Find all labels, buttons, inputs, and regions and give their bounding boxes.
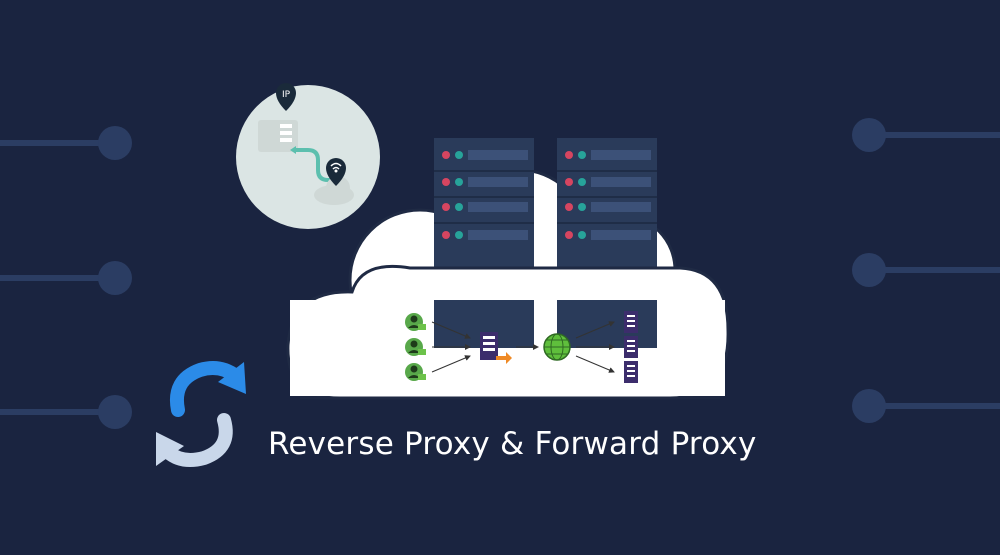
user-icon-1	[405, 313, 426, 331]
globe-icon	[543, 333, 571, 361]
globe-server-arrows	[575, 321, 615, 373]
user-icon-2	[405, 338, 426, 356]
user-proxy-arrows	[431, 321, 471, 373]
server-list-icon	[480, 332, 512, 364]
sync-arrows-icon	[156, 361, 246, 467]
server-icon-1	[624, 311, 638, 333]
cloud-body	[286, 264, 730, 400]
server-icon-2	[624, 336, 638, 358]
diagram-caption: Reverse Proxy & Forward Proxy	[268, 426, 757, 462]
ip-badge-label: IP	[282, 90, 291, 100]
user-icon-3	[405, 363, 426, 381]
ip-route-icon: IP	[236, 83, 380, 229]
server-icon-3	[624, 361, 638, 383]
